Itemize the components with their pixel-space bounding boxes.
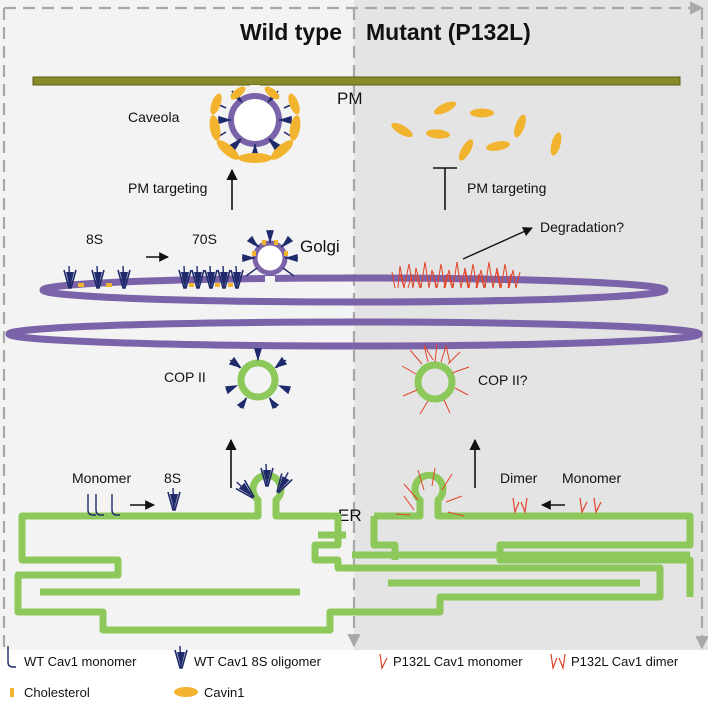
endoplasmic-reticulum: [14, 471, 694, 634]
pm-targeting-label-wt: PM targeting: [128, 180, 207, 196]
legend-p132l-monomer-symbol: [379, 653, 388, 669]
golgi-label: Golgi: [300, 237, 340, 256]
caveola-cavins: [209, 86, 301, 163]
legend-cavin1-symbol: [174, 687, 198, 697]
legend-wt-monomer: WT Cav1 monomer: [24, 654, 137, 669]
pm-label: PM: [337, 89, 363, 108]
pm-targeting-block-mutant: [433, 167, 457, 210]
legend: WT Cav1 monomer WT Cav1 8S oligomer P132…: [7, 645, 679, 700]
legend-cholesterol-symbol: [10, 688, 14, 697]
free-cavin1: [391, 101, 562, 161]
legend-wt-oligomer: WT Cav1 8S oligomer: [194, 654, 322, 669]
er-dimer-label: Dimer: [500, 470, 538, 486]
cop2-vesicle-mutant: [401, 343, 470, 415]
golgi-budding-vesicle: [242, 230, 298, 290]
degradation-label: Degradation?: [540, 219, 624, 235]
caveola-label: Caveola: [128, 109, 180, 125]
er-monomer-label-wt: Monomer: [72, 470, 131, 486]
golgi-70s-label: 70S: [192, 231, 217, 247]
er-mutant-budding: [395, 467, 465, 517]
legend-cavin1: Cavin1: [204, 685, 244, 700]
golgi-8s-label: 8S: [86, 231, 103, 247]
er-label: ER: [338, 506, 362, 525]
cop2-label-mutant: COP II?: [478, 372, 528, 388]
legend-p132l-dimer-symbol: [550, 653, 566, 669]
mutant-golgi-aggregates: [391, 261, 521, 289]
pm-targeting-label-mutant: PM targeting: [467, 180, 546, 196]
header-wild-type: Wild type: [240, 19, 342, 45]
golgi-apparatus: [5, 274, 703, 350]
er-8s-label: 8S: [164, 470, 181, 486]
golgi-70s-complex: [178, 265, 244, 289]
degradation-arrow: [462, 227, 533, 260]
golgi-8s-oligomers: [63, 265, 131, 289]
caveola: [209, 85, 301, 163]
plasma-membrane: [32, 76, 681, 86]
cop2-vesicle-wt: [225, 348, 291, 410]
legend-p132l-dimer: P132L Cav1 dimer: [571, 654, 679, 669]
cop2-label-wt: COP II: [164, 369, 206, 385]
er-monomer-label-mutant: Monomer: [562, 470, 621, 486]
header-mutant: Mutant (P132L): [366, 19, 531, 45]
legend-p132l-monomer: P132L Cav1 monomer: [393, 654, 523, 669]
legend-cholesterol: Cholesterol: [24, 685, 90, 700]
